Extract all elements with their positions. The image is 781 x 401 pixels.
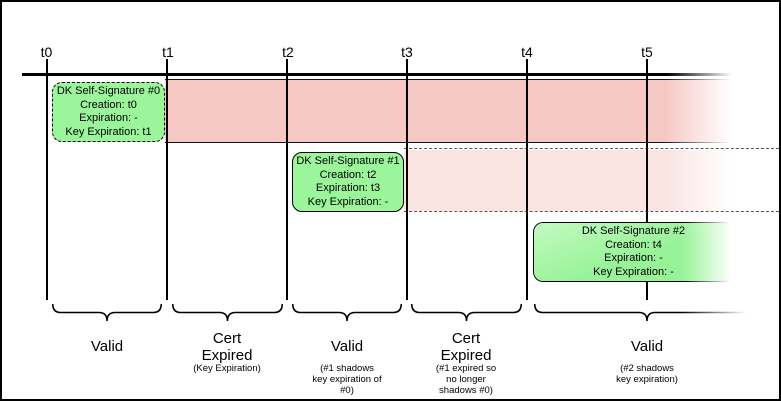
segment-2-sublabel-line1: (Key Expiration) (193, 363, 261, 374)
tick-line-t3 (405, 59, 408, 300)
tick-label-t3: t3 (401, 44, 413, 60)
self-signature-1-creation: Creation: t2 (319, 168, 377, 181)
self-signature-0-key-expiration: Key Expiration: t1 (65, 125, 152, 138)
self-signature-2-expiration: Expiration: - (604, 252, 663, 264)
self-signature-2-box: DK Self-Signature #2 Creation: t4 Expira… (533, 222, 734, 282)
pending-band-sig1 (404, 150, 735, 211)
self-signature-1-box: DK Self-Signature #1 Creation: t2 Expira… (292, 152, 404, 212)
segment-4-label-line2: Expired (440, 347, 492, 364)
tick-line-t5 (645, 59, 648, 300)
brace-segment-5 (534, 304, 760, 322)
tick-label-t0: t0 (40, 44, 53, 60)
self-signature-0-creation: Creation: t0 (80, 98, 137, 111)
segment-2-label-line1: Cert (212, 330, 242, 347)
segment-2-label: Cert Expired (202, 330, 253, 364)
tick-label-t5: t5 (641, 44, 653, 60)
self-signature-1-title: DK Self-Signature #1 (296, 155, 400, 167)
pending-band-dashed-top (404, 148, 779, 149)
timeline-axis (22, 73, 734, 76)
segment-5-sublabel-line1: (#2 shadows (620, 363, 674, 374)
segment-5-label-text: Valid (630, 338, 664, 355)
segment-3-sublabel-line2: key expiration of (312, 374, 382, 385)
segment-5-label: Valid (631, 338, 663, 355)
self-signature-2-key-expiration: Key Expiration: - (593, 265, 674, 278)
segment-5-sublabel-line2: key expiration) (616, 374, 678, 385)
brace-segment-3 (292, 304, 402, 322)
pending-band-dashed-bottom (404, 211, 779, 212)
self-signature-0-expiration: Expiration: - (79, 112, 138, 124)
segment-5-sublabel: (#2 shadows key expiration) (616, 363, 678, 385)
segment-3-label-text: Valid (330, 338, 364, 355)
segment-2-label-line2: Expired (201, 347, 253, 364)
segment-4-label-line1: Cert (451, 330, 481, 347)
brace-segment-2 (172, 304, 283, 322)
tick-label-t2: t2 (282, 44, 294, 60)
segment-1-label-text: Valid (90, 338, 124, 355)
tick-label-t4: t4 (521, 44, 533, 60)
self-signature-2-creation: Creation: t4 (605, 238, 662, 251)
segment-4-label: Cert Expired (441, 330, 492, 364)
expired-band-sig0 (165, 79, 735, 143)
segment-4-sublabel: (#1 expired so no longer shadows #0) (436, 363, 496, 396)
tick-label-t1: t1 (162, 44, 174, 60)
self-signature-0-box: DK Self-Signature #0 Creation: t0 Expira… (52, 82, 165, 142)
brace-segment-4 (411, 304, 522, 322)
brace-segment-1 (52, 304, 162, 322)
tick-line-t0 (45, 59, 48, 300)
segment-3-sublabel-line1: (#1 shadows (320, 363, 374, 374)
segment-3-sublabel-line3: #0) (340, 385, 354, 396)
segment-2-sublabel: (Key Expiration) (193, 363, 261, 374)
self-signature-1-key-expiration: Key Expiration: - (307, 195, 389, 208)
segment-4-sublabel-line2: no longer (446, 374, 486, 385)
segment-1-label: Valid (91, 338, 123, 355)
segment-3-sublabel: (#1 shadows key expiration of #0) (312, 363, 381, 396)
segment-4-sublabel-line1: (#1 expired so (435, 363, 497, 374)
segment-3-label: Valid (331, 338, 363, 355)
tick-line-t1 (165, 59, 168, 300)
self-signature-1-expiration: Expiration: t3 (315, 182, 381, 194)
tick-line-t2 (285, 59, 288, 300)
tick-line-t4 (525, 59, 528, 300)
self-signature-0-title: DK Self-Signature #0 (56, 85, 161, 97)
self-signature-2-title: DK Self-Signature #2 (581, 225, 686, 237)
segment-4-sublabel-line3: shadows #0) (439, 385, 493, 396)
